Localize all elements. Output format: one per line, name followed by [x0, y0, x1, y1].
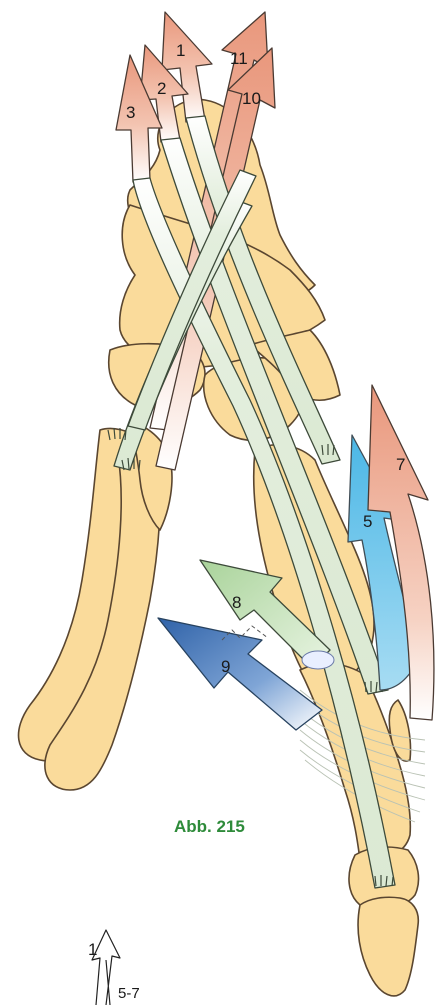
label-8: 8	[232, 593, 241, 612]
label-3: 3	[126, 103, 135, 122]
label-10: 10	[242, 89, 261, 108]
label-5: 5	[363, 512, 372, 531]
figure-caption: Abb. 215	[174, 817, 245, 836]
legend-label-a: 1	[88, 940, 97, 959]
label-9: 9	[221, 657, 230, 676]
legend: 1 5-7	[88, 930, 140, 1005]
bone-phalanx-distal	[358, 897, 418, 996]
label-2: 2	[157, 79, 166, 98]
legend-label-b: 5-7	[118, 985, 140, 1002]
label-11: 11	[230, 49, 248, 68]
label-1: 1	[176, 41, 185, 60]
pulley-highlight	[302, 651, 334, 669]
label-7: 7	[396, 455, 405, 474]
